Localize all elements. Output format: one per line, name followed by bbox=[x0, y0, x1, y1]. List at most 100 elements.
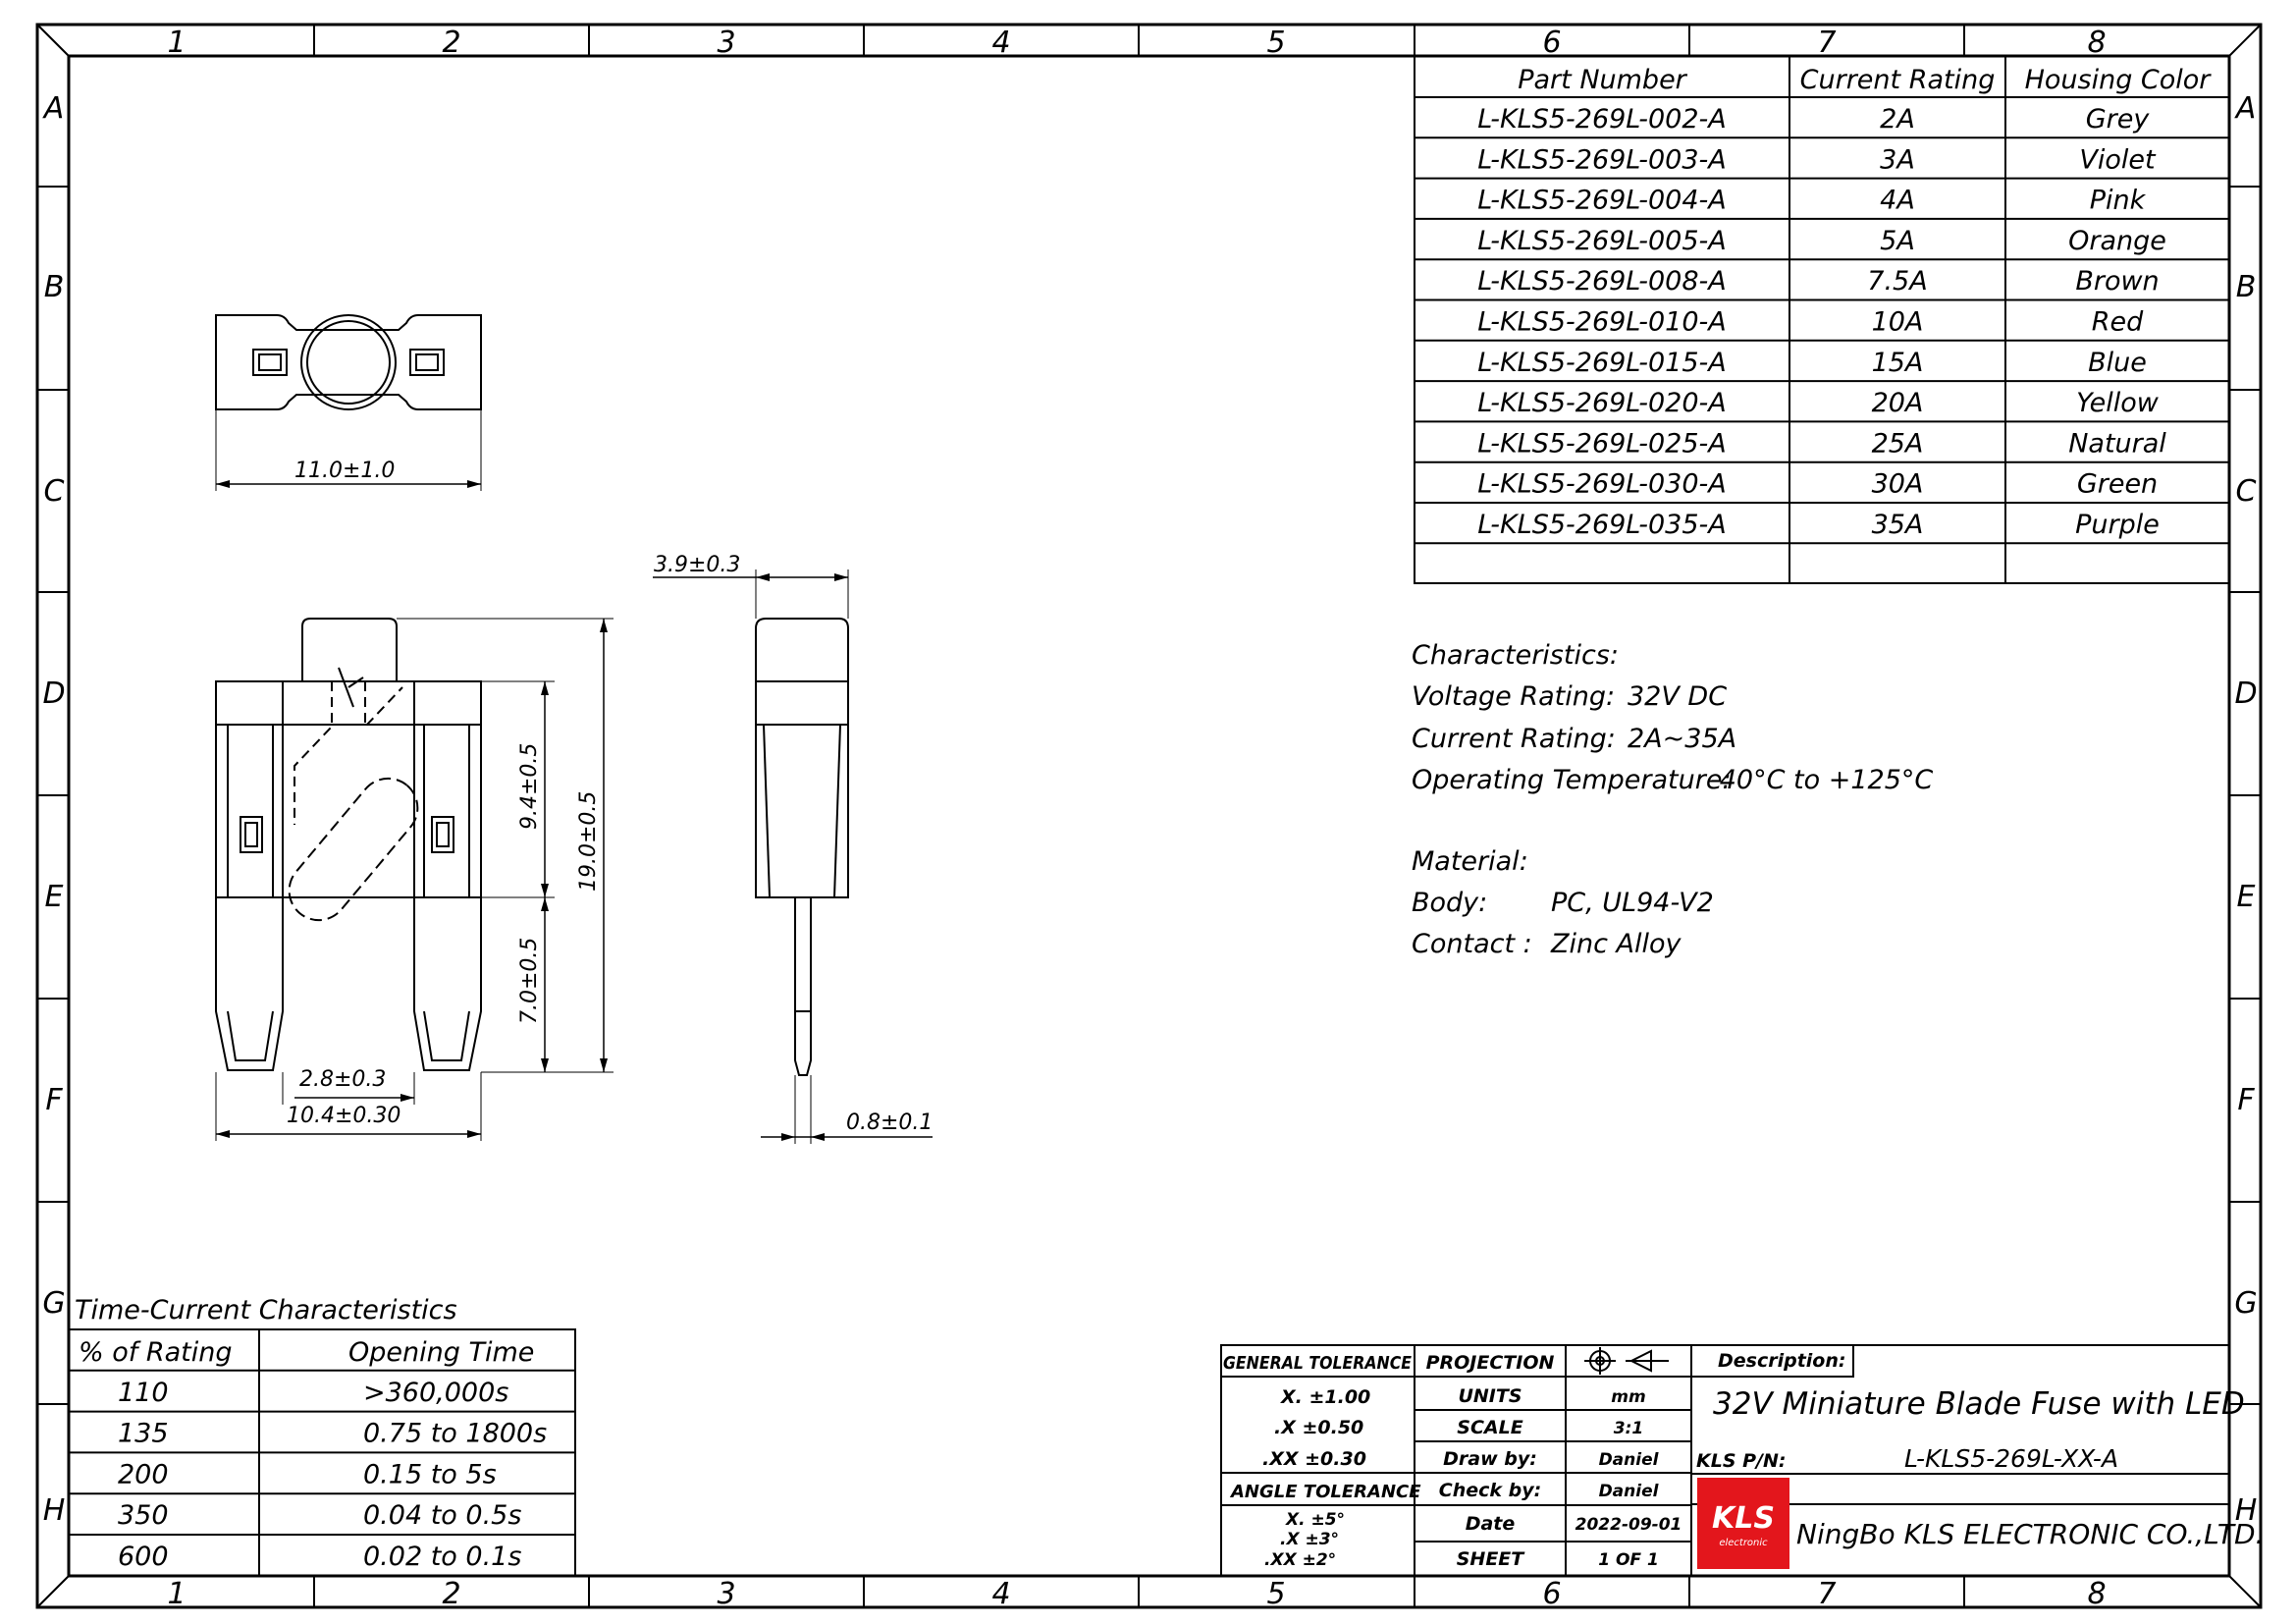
rating-percent-cell: 350 bbox=[118, 1500, 169, 1531]
frame-column-label: 5 bbox=[1266, 26, 1285, 60]
frame-column-label: 1 bbox=[167, 1577, 186, 1611]
part-number-cell: L-KLS5-269L-015-A bbox=[1477, 348, 1726, 378]
current-rating-cell: 35A bbox=[1872, 510, 1924, 540]
company-name: NingBo KLS ELECTRONIC CO.,LTD. bbox=[1796, 1518, 2264, 1550]
current-rating-cell: 5A bbox=[1880, 226, 1915, 256]
part-number-cell: L-KLS5-269L-004-A bbox=[1477, 186, 1726, 216]
current-rating-cell: 7.5A bbox=[1867, 266, 1927, 297]
frame-column-label: 7 bbox=[1817, 1577, 1836, 1611]
housing-color-cell: Natural bbox=[2068, 428, 2166, 459]
frame-row-label: A bbox=[42, 91, 65, 126]
frame-column-label: 8 bbox=[2087, 1577, 2106, 1611]
voltage-rating-label: Voltage Rating: bbox=[1412, 681, 1615, 712]
part-number-cell: L-KLS5-269L-005-A bbox=[1477, 226, 1726, 256]
tolerance-dxx: .XX ±0.30 bbox=[1262, 1448, 1366, 1470]
part-number-cell: L-KLS5-269L-030-A bbox=[1477, 469, 1726, 500]
dim-overall-width: 10.4±0.30 bbox=[287, 1104, 400, 1128]
time-current-header: Opening Time bbox=[348, 1337, 534, 1368]
frame-column-label: 4 bbox=[991, 26, 1010, 60]
part-number-cell: L-KLS5-269L-003-A bbox=[1477, 144, 1726, 175]
frame-row-label: C bbox=[2236, 474, 2257, 509]
material-body-value: PC, UL94-V2 bbox=[1551, 888, 1714, 918]
frame-column-label: 6 bbox=[1542, 1577, 1561, 1611]
sheet-value: 1 OF 1 bbox=[1598, 1550, 1659, 1570]
frame-row-label: B bbox=[2236, 270, 2257, 304]
tolerance-dx: .X ±0.50 bbox=[1274, 1417, 1363, 1438]
part-number-cell: L-KLS5-269L-008-A bbox=[1477, 266, 1726, 297]
housing-color-cell: Purple bbox=[2075, 510, 2160, 540]
rating-percent-cell: 110 bbox=[118, 1378, 169, 1408]
material-body-label: Body: bbox=[1412, 888, 1487, 918]
housing-color-cell: Brown bbox=[2075, 266, 2159, 297]
time-current-header: % of Rating bbox=[79, 1337, 233, 1368]
frame-row-label: D bbox=[2234, 677, 2257, 711]
current-rating-cell: 25A bbox=[1872, 428, 1924, 459]
parts-table bbox=[1414, 55, 2230, 584]
kls-logo-text: KLS bbox=[1712, 1501, 1775, 1536]
frame-row-label: D bbox=[42, 677, 65, 711]
characteristics-title: Characteristics: bbox=[1412, 640, 1619, 671]
characteristics-block: Characteristics: Voltage Rating: 32V DC … bbox=[1412, 640, 1933, 959]
dim-side-thickness: 3.9±0.3 bbox=[654, 553, 740, 577]
operating-temp-label: Operating Temperature: bbox=[1412, 765, 1732, 795]
units-label: UNITS bbox=[1458, 1385, 1522, 1407]
frame-row-label: C bbox=[44, 474, 65, 509]
frame-row-label: G bbox=[42, 1286, 65, 1321]
sheet-label: SHEET bbox=[1457, 1548, 1526, 1570]
opening-time-cell: 0.02 to 0.1s bbox=[363, 1542, 521, 1572]
kls-pn-label: KLS P/N: bbox=[1696, 1450, 1787, 1472]
angle-tolerance-label: ANGLE TOLERANCE bbox=[1229, 1482, 1421, 1502]
frame-column-label: 2 bbox=[442, 26, 460, 60]
housing-color-cell: Pink bbox=[2090, 186, 2147, 216]
frame-row-label: H bbox=[2235, 1493, 2258, 1528]
frame-row-label: E bbox=[45, 880, 64, 914]
housing-color-cell: Green bbox=[2077, 469, 2158, 500]
opening-time-cell: 0.75 to 1800s bbox=[363, 1419, 547, 1449]
part-number-cell: L-KLS5-269L-002-A bbox=[1477, 104, 1726, 135]
units-value: mm bbox=[1611, 1387, 1645, 1407]
kls-logo-subtext: electronic bbox=[1719, 1538, 1768, 1548]
frame-row-label: H bbox=[43, 1493, 66, 1528]
time-current-table-text: % of Rating Opening Time 110 >360,000s 135 0.… bbox=[79, 1337, 547, 1572]
part-number-cell: L-KLS5-269L-025-A bbox=[1477, 428, 1726, 459]
part-number-cell: L-KLS5-269L-020-A bbox=[1477, 388, 1726, 418]
frame-column-label: 3 bbox=[717, 1577, 735, 1611]
angle-tol-dxx: .XX ±2° bbox=[1264, 1550, 1336, 1570]
operating-temp-value: -40°C to +125°C bbox=[1710, 765, 1933, 795]
check-by-value: Daniel bbox=[1599, 1482, 1660, 1501]
frame-column-label: 5 bbox=[1266, 1577, 1285, 1611]
frame-row-label: B bbox=[44, 270, 65, 304]
fuse-top-view bbox=[215, 314, 482, 491]
drawing-frame bbox=[35, 23, 2263, 1609]
frame-column-label: 6 bbox=[1542, 26, 1561, 60]
general-tolerance-label: GENERAL TOLERANCE bbox=[1223, 1353, 1413, 1374]
opening-time-cell: >360,000s bbox=[363, 1378, 508, 1408]
check-by-label: Check by: bbox=[1439, 1480, 1541, 1501]
draw-by-value: Daniel bbox=[1599, 1450, 1660, 1470]
part-number-cell: L-KLS5-269L-035-A bbox=[1477, 510, 1726, 540]
dim-blade-length: 7.0±0.5 bbox=[517, 938, 542, 1024]
time-current-title: Time-Current Characteristics bbox=[75, 1295, 457, 1326]
scale-label: SCALE bbox=[1457, 1417, 1522, 1438]
frame-row-label: F bbox=[45, 1083, 63, 1117]
frame-row-label: G bbox=[2234, 1286, 2257, 1321]
projection-label: PROJECTION bbox=[1426, 1352, 1555, 1374]
draw-by-label: Draw by: bbox=[1443, 1448, 1537, 1470]
frame-row-label: E bbox=[2237, 880, 2256, 914]
material-contact-value: Zinc Alloy bbox=[1550, 929, 1682, 959]
angle-tol-x: X. ±5° bbox=[1285, 1510, 1345, 1530]
frame-row-label: F bbox=[2237, 1083, 2255, 1117]
dim-blade-width: 2.8±0.3 bbox=[299, 1067, 386, 1092]
rating-percent-cell: 135 bbox=[118, 1419, 169, 1449]
housing-color-cell: Grey bbox=[2086, 104, 2151, 135]
dim-blade-thickness: 0.8±0.1 bbox=[846, 1110, 933, 1135]
rating-percent-cell: 200 bbox=[118, 1459, 169, 1489]
angle-tol-dx: .X ±3° bbox=[1280, 1530, 1339, 1549]
description-label: Description: bbox=[1718, 1350, 1846, 1372]
housing-color-cell: Blue bbox=[2088, 348, 2147, 378]
frame-column-label: 1 bbox=[167, 26, 186, 60]
current-rating-cell: 2A bbox=[1880, 104, 1915, 135]
material-contact-label: Contact : bbox=[1412, 929, 1532, 959]
current-rating-cell: 4A bbox=[1880, 186, 1915, 216]
